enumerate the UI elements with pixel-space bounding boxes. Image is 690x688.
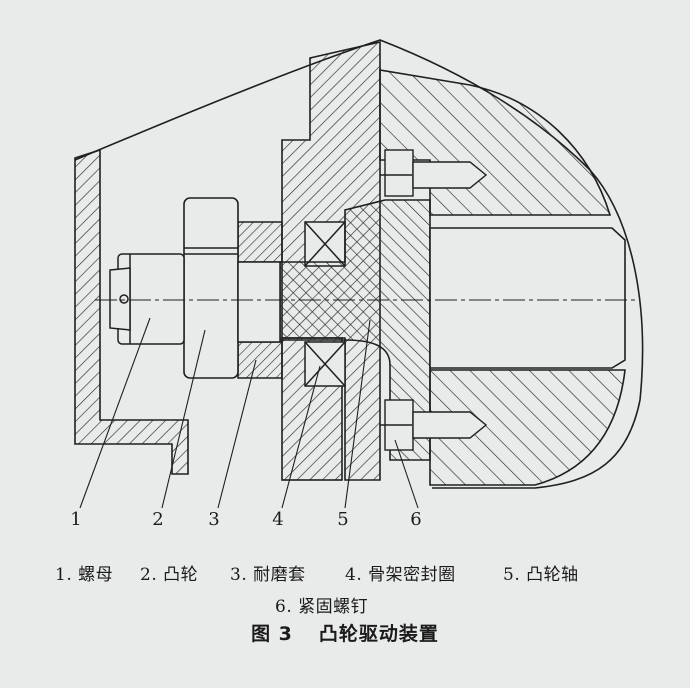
part-number-2: 2 [152, 509, 164, 530]
housing-right-lower [429, 369, 626, 486]
legend-item-camshaft: 5. 凸轮轴 [503, 565, 579, 585]
camshaft-hub [279, 199, 431, 461]
screw-upper [384, 149, 414, 197]
legend-item-seal: 4. 骨架密封圈 [345, 565, 456, 585]
figure-caption: 图 3 凸轮驱动装置 [0, 619, 690, 646]
part-number-5: 5 [337, 509, 349, 530]
leader-3 [217, 359, 257, 509]
leader-1 [79, 317, 151, 509]
legend-item-nut: 1. 螺母 [55, 565, 114, 585]
legend-item-sleeve: 3. 耐磨套 [230, 565, 306, 585]
figure-title: 凸轮驱动装置 [318, 623, 439, 645]
leader-2 [161, 329, 206, 509]
part-number-1: 1 [70, 509, 82, 530]
wear-sleeve-lower [237, 341, 283, 379]
legend-item-cam: 2. 凸轮 [140, 565, 199, 585]
leader-5 [344, 319, 371, 509]
part-number-4: 4 [272, 509, 284, 530]
housing-wall [74, 148, 189, 475]
part-number-3: 3 [208, 509, 220, 530]
leader-6 [394, 439, 419, 509]
wear-sleeve-upper [237, 221, 283, 263]
housing-right-upper [379, 69, 612, 216]
figure-label: 图 3 [251, 623, 293, 645]
leader-4 [281, 365, 321, 509]
cam [183, 197, 239, 379]
cam-drive-drawing [74, 39, 644, 509]
camshaft-body [429, 227, 626, 369]
legend-item-screw: 6. 紧固螺钉 [275, 597, 369, 617]
part-number-6: 6 [410, 509, 422, 530]
